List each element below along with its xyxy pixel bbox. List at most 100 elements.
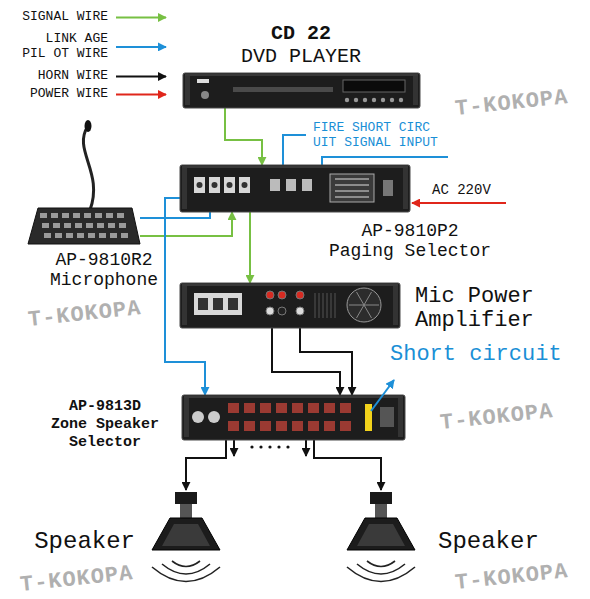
mic-key <box>55 233 62 238</box>
display <box>343 80 405 92</box>
mic-key <box>106 213 113 218</box>
legend-line-sample <box>116 75 166 77</box>
terminal-jack <box>224 177 235 193</box>
legend-label: SIGNAL WIRE <box>22 10 108 25</box>
speaker-terminal <box>278 307 286 315</box>
fire-input-wire <box>322 157 448 165</box>
input-jack <box>228 298 238 310</box>
mic-key <box>66 233 73 238</box>
terminal-block <box>380 407 394 427</box>
speaker-magnet <box>175 492 197 504</box>
fan-blade <box>349 305 364 306</box>
wire-connector <box>140 212 232 236</box>
paging-selector-drawing <box>180 165 410 212</box>
jack-hole <box>242 182 248 188</box>
zone-terminal <box>308 403 319 413</box>
watermark: T-KOKOPA <box>27 297 143 333</box>
wire-connector <box>140 212 210 218</box>
speaker: Speaker <box>150 490 222 555</box>
zone-terminal <box>340 403 351 413</box>
rack-ear <box>182 286 187 325</box>
device-label: AP-9813D Zone Speaker Selector <box>49 398 162 452</box>
wire-connector <box>314 440 381 490</box>
vent-slot <box>315 293 316 318</box>
zone-terminal <box>260 421 271 431</box>
mic-key <box>86 223 93 228</box>
rack-body <box>180 165 410 212</box>
zone-terminal <box>324 403 335 413</box>
input-jack <box>192 411 204 423</box>
sound-waves <box>152 561 415 582</box>
speaker-terminal <box>278 291 286 299</box>
rack-edge <box>182 285 398 286</box>
button <box>345 98 349 102</box>
speaker-magnet <box>370 492 392 504</box>
mic-key <box>75 223 82 228</box>
rack-edge <box>182 167 408 168</box>
zone-terminal <box>340 421 351 431</box>
mic-key <box>95 213 102 218</box>
wire-connector <box>249 212 251 283</box>
connector <box>270 179 280 191</box>
mic-key <box>53 223 60 228</box>
rack-body <box>180 283 400 328</box>
input-jack <box>208 411 220 423</box>
mic-key <box>117 213 124 218</box>
power-amplifier: Mic Power Amplifier <box>180 283 400 328</box>
disc-tray <box>233 87 333 92</box>
rack-ear <box>393 286 398 325</box>
terminal-jack <box>209 177 220 193</box>
mic-key <box>42 223 49 228</box>
vent-slot <box>335 293 336 318</box>
zone-terminal <box>228 421 239 431</box>
device-label: Speaker <box>34 528 135 556</box>
speaker-terminal <box>266 307 274 315</box>
rack-ear <box>185 76 190 105</box>
vent-line <box>335 185 369 186</box>
rack-ear <box>398 398 403 437</box>
legend-label: LINK AGE PIL OT WIRE <box>18 32 108 62</box>
fan-blade <box>364 305 372 318</box>
wire-connector <box>300 328 352 395</box>
rack-edge <box>185 75 418 76</box>
watermark: T-KOKOPA <box>454 86 570 122</box>
vent-line <box>335 197 369 198</box>
device-label: Speaker <box>438 528 539 556</box>
speaker-cone <box>152 518 220 550</box>
horn-wire <box>233 440 235 456</box>
model-title: CD 22 <box>271 22 331 45</box>
mic-key <box>99 233 106 238</box>
fan-blade <box>357 292 365 305</box>
speaker-cone <box>347 518 415 550</box>
mic-key <box>73 213 80 218</box>
connector <box>302 179 312 191</box>
power-switch <box>383 180 393 196</box>
mic-key <box>44 233 51 238</box>
speaker-terminal <box>296 291 304 299</box>
zone-terminal <box>276 421 287 431</box>
button <box>399 98 403 102</box>
vent-slot <box>323 293 324 318</box>
speaker: Speaker <box>345 490 417 555</box>
logo-plate <box>197 79 209 83</box>
mic-key <box>84 213 91 218</box>
callout-label: Short circuit <box>390 343 562 367</box>
mic-key <box>121 233 128 238</box>
dvd-player: CD 22DVD PLAYER <box>183 73 420 108</box>
button <box>372 98 376 102</box>
speaker-cone-inner <box>162 524 210 546</box>
fan-blade <box>364 305 379 306</box>
mic-key <box>119 223 126 228</box>
zone-terminal <box>324 421 335 431</box>
ellipsis-dots <box>250 445 289 448</box>
zone-terminal <box>228 403 239 413</box>
wire-connector <box>186 440 226 490</box>
vent-slot <box>331 293 332 318</box>
jack-hole <box>227 182 233 188</box>
mic-base <box>28 208 140 244</box>
power-button <box>201 91 209 99</box>
button <box>381 98 385 102</box>
button <box>363 98 367 102</box>
mic-key <box>40 213 47 218</box>
rack-ear <box>403 168 408 209</box>
